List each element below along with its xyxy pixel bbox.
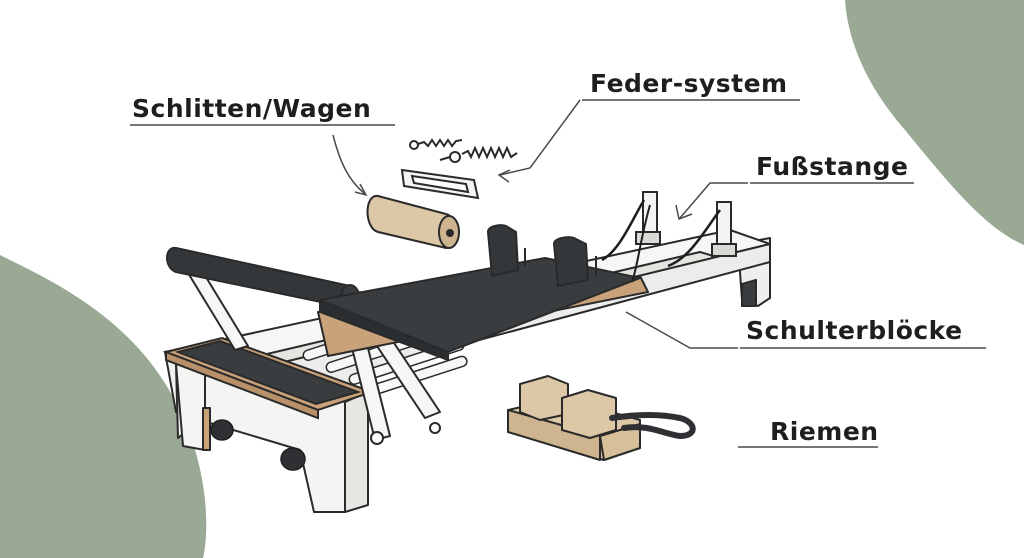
spring-icon [439, 145, 518, 163]
top-right-blob [845, 0, 1024, 245]
spring-icon [409, 138, 463, 150]
bracket-icon [400, 168, 480, 200]
strap-icon [609, 412, 696, 439]
label-schulterbloecke: Schulterblöcke [746, 316, 963, 345]
label-feder-system: Feder-system [590, 69, 788, 98]
shoulder-block-icon [487, 224, 597, 287]
rope-uprights [601, 191, 737, 283]
block-and-strap [507, 375, 696, 461]
foam-roller-icon [366, 195, 460, 250]
arrow-heads [354, 169, 693, 221]
label-fussstange: Fußstange [756, 152, 909, 181]
bottom-left-blob [0, 255, 207, 558]
leader-lines [130, 99, 986, 448]
label-riemen: Riemen [770, 417, 879, 446]
wheel-icon [210, 419, 306, 471]
label-schlitten-wagen: Schlitten/Wagen [132, 94, 372, 123]
